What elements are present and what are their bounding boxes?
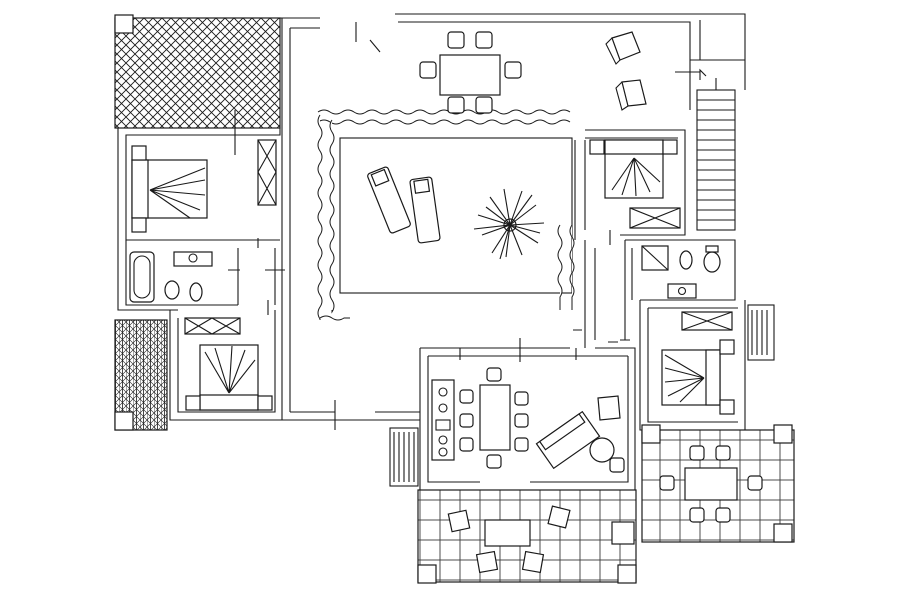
- dining-table: [479, 384, 511, 451]
- palm-plant: [473, 188, 545, 260]
- stone-border: [317, 109, 575, 321]
- sofa: [535, 410, 601, 470]
- toilet: [164, 280, 180, 300]
- toilet: [703, 251, 721, 273]
- hatched-garden-northwest: [114, 14, 281, 129]
- kitchen-living: [419, 347, 636, 491]
- courtyard: [317, 109, 575, 321]
- steps-south: [389, 427, 419, 487]
- terrace-south: [417, 489, 637, 584]
- terrace-east: [641, 424, 795, 543]
- wardrobe: [257, 139, 277, 206]
- sink: [667, 283, 697, 299]
- bathroom-west: [129, 251, 285, 303]
- exterior-walls: [117, 13, 746, 421]
- bedroom-northeast: [585, 129, 686, 236]
- armchair: [611, 31, 641, 61]
- sun-lounger: [409, 176, 441, 244]
- armchair: [621, 79, 647, 107]
- armchair: [597, 395, 621, 421]
- wardrobe: [629, 207, 681, 229]
- kitchen-counter: [431, 379, 455, 461]
- bidet: [679, 250, 693, 270]
- bedroom-southwest: [184, 317, 273, 411]
- dining-table: [439, 54, 501, 96]
- table: [684, 467, 738, 501]
- bathroom-east: [625, 239, 736, 301]
- sink: [173, 251, 213, 267]
- bidet: [189, 282, 203, 302]
- staircase: [696, 68, 736, 231]
- wardrobe: [184, 317, 241, 335]
- corridor: [575, 240, 630, 360]
- bathtub: [129, 251, 155, 303]
- sun-lounger: [367, 166, 411, 234]
- door-marks: [257, 71, 710, 430]
- hatched-garden-southwest: [114, 319, 168, 431]
- table: [484, 519, 531, 547]
- bedroom-east: [639, 300, 775, 431]
- wardrobe: [681, 311, 733, 331]
- bedroom-northwest: [131, 110, 277, 233]
- round-table: [589, 437, 615, 463]
- dining-terrace-north: [355, 22, 647, 114]
